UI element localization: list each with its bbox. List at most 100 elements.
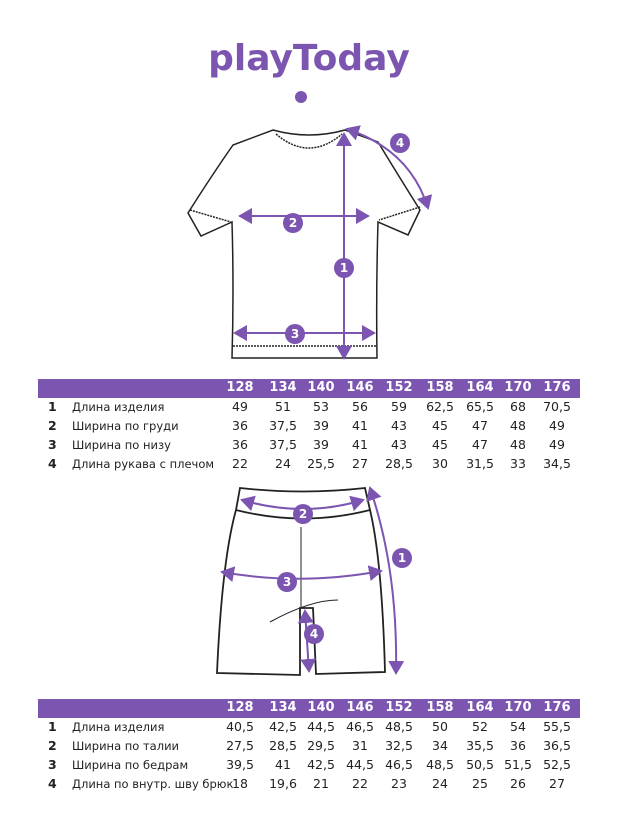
table-cell: 28,5 (385, 456, 413, 471)
table-cell: 53 (313, 399, 329, 414)
table-cell: 70,5 (543, 399, 571, 414)
row-number: 2 (48, 738, 57, 753)
tshirt-marker-1: 1 (334, 258, 354, 278)
shorts-marker-1: 1 (392, 548, 412, 568)
table-cell: 39,5 (226, 757, 254, 772)
table-cell: 55,5 (543, 719, 571, 734)
size-header: 170 (504, 380, 532, 395)
size-header: 128 (226, 700, 254, 715)
row-label: Длина изделия (72, 720, 165, 734)
table-cell: 62,5 (426, 399, 454, 414)
table-cell: 27 (352, 456, 368, 471)
table-cell: 37,5 (269, 418, 297, 433)
table-cell: 41 (352, 437, 368, 452)
size-header: 128 (226, 380, 254, 395)
table-cell: 41 (352, 418, 368, 433)
size-header: 152 (385, 380, 413, 395)
table-cell: 48 (510, 437, 526, 452)
table-cell: 41 (275, 757, 291, 772)
table-cell: 33 (510, 456, 526, 471)
table-cell: 54 (510, 719, 526, 734)
table-cell: 34,5 (543, 456, 571, 471)
table-cell: 37,5 (269, 437, 297, 452)
table-cell: 42,5 (307, 757, 335, 772)
size-header: 176 (543, 380, 571, 395)
row-number: 1 (48, 719, 57, 734)
table-cell: 51 (275, 399, 291, 414)
shorts-marker-2: 2 (293, 504, 313, 524)
table-cell: 28,5 (269, 738, 297, 753)
table-cell: 46,5 (346, 719, 374, 734)
tshirt-drawing (187, 129, 421, 359)
size-header: 134 (269, 700, 297, 715)
size-header: 140 (307, 380, 335, 395)
brand-logo: playToday (208, 38, 410, 103)
table-cell: 48,5 (385, 719, 413, 734)
table-cell: 51,5 (504, 757, 532, 772)
tshirt-marker-4: 4 (390, 133, 410, 153)
table-cell: 25,5 (307, 456, 335, 471)
row-label: Длина по внутр. шву брюк (72, 777, 234, 791)
table-cell: 44,5 (346, 757, 374, 772)
table-cell: 52 (472, 719, 488, 734)
table-cell: 46,5 (385, 757, 413, 772)
size-header: 146 (346, 380, 374, 395)
tshirt-marker-2: 2 (283, 213, 303, 233)
shorts-marker-4: 4 (304, 624, 324, 644)
table-cell: 50,5 (466, 757, 494, 772)
table-cell: 29,5 (307, 738, 335, 753)
table-cell: 45 (432, 418, 448, 433)
row-number: 3 (48, 757, 57, 772)
svg-text:3: 3 (291, 327, 299, 341)
row-number: 4 (48, 456, 57, 471)
table-cell: 31 (352, 738, 368, 753)
table-cell: 42,5 (269, 719, 297, 734)
svg-text:2: 2 (289, 216, 297, 230)
table-cell: 32,5 (385, 738, 413, 753)
table-cell: 59 (391, 399, 407, 414)
table-cell: 36 (232, 437, 248, 452)
row-label: Ширина по груди (72, 419, 179, 433)
size-header: 146 (346, 700, 374, 715)
table-cell: 47 (472, 437, 488, 452)
table-cell: 48,5 (426, 757, 454, 772)
table-cell: 43 (391, 437, 407, 452)
table-cell: 50 (432, 719, 448, 734)
table-cell: 21 (313, 776, 329, 791)
size-header: 158 (426, 380, 454, 395)
table-cell: 31,5 (466, 456, 494, 471)
row-label: Ширина по низу (72, 438, 171, 452)
tshirt-measurements (233, 125, 433, 360)
svg-text:1: 1 (340, 261, 348, 275)
table-cell: 39 (313, 418, 329, 433)
row-number: 4 (48, 776, 57, 791)
table-cell: 45 (432, 437, 448, 452)
table-cell: 24 (275, 456, 291, 471)
size-header: 176 (543, 700, 571, 715)
logo-text: playToday (208, 38, 410, 79)
row-label: Длина изделия (72, 400, 165, 414)
table-cell: 26 (510, 776, 526, 791)
table-cell: 27 (549, 776, 565, 791)
size-header: 170 (504, 700, 532, 715)
table-cell: 36 (232, 418, 248, 433)
table-cell: 68 (510, 399, 526, 414)
table-cell: 36 (510, 738, 526, 753)
table-cell: 23 (391, 776, 407, 791)
row-number: 3 (48, 437, 57, 452)
size-header: 140 (307, 700, 335, 715)
table-cell: 47 (472, 418, 488, 433)
table-cell: 43 (391, 418, 407, 433)
row-label: Ширина по бедрам (72, 758, 189, 772)
table-cell: 19,6 (269, 776, 297, 791)
